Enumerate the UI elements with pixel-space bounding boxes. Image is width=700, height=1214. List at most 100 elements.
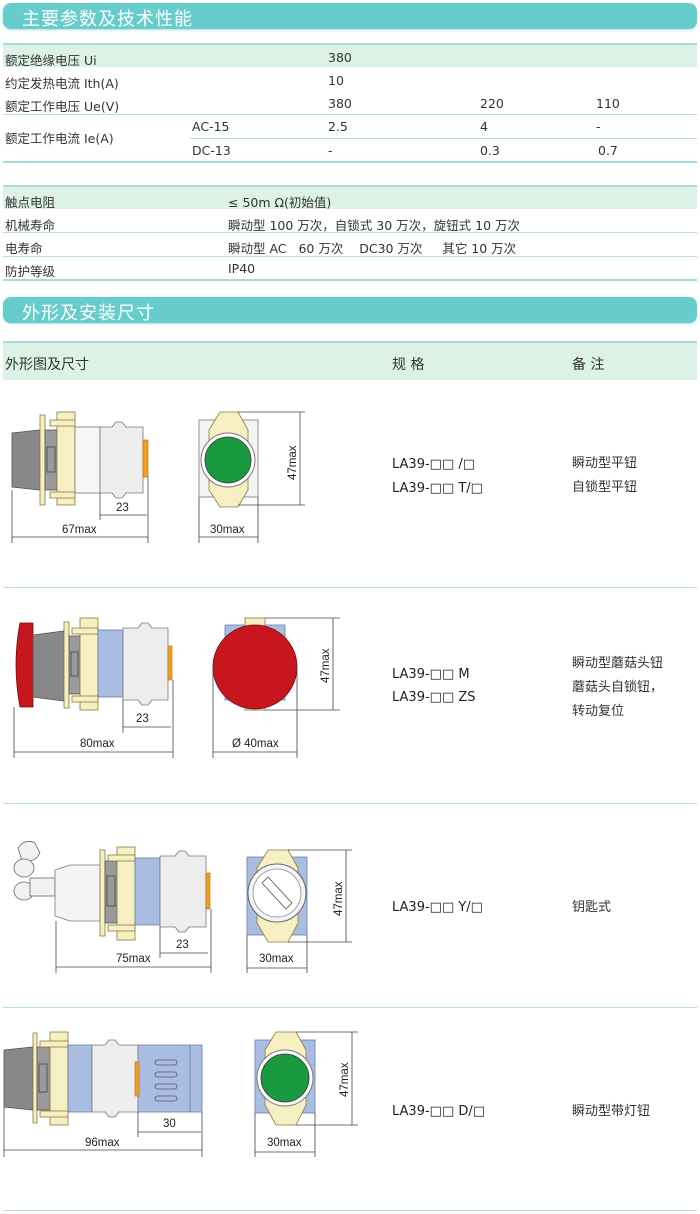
drawing-part xyxy=(154,1059,178,1066)
cell-value: 220 xyxy=(480,96,504,111)
divider xyxy=(3,803,697,804)
drawing-part xyxy=(134,1061,140,1097)
note: 蘑菇头自锁钮， xyxy=(572,680,664,695)
spec-model: LA39-□□ /□ xyxy=(392,457,476,472)
drawing-part xyxy=(107,924,136,932)
button-cap xyxy=(11,429,41,491)
bezel xyxy=(39,414,46,506)
green-lamp-face xyxy=(260,1053,310,1103)
spec-model: LA39-□□ ZS xyxy=(392,690,476,705)
cell-value: 0.7 xyxy=(598,143,618,158)
drawing-part xyxy=(38,1063,48,1093)
product-row-flat-button: 23 67max 47max 30max LA39-□□ /□ LA39-□□ … xyxy=(0,380,700,588)
spec-model: LA39-□□ D/□ xyxy=(392,1104,486,1119)
divider xyxy=(190,138,697,139)
drawing-part xyxy=(29,877,56,897)
section-header-parameters: 主要参数及技术性能 xyxy=(3,3,697,30)
section-title: 外形及安装尺寸 xyxy=(22,303,155,324)
dim-length: 75max xyxy=(116,953,151,965)
note: 转动复位 xyxy=(572,704,625,719)
table-row xyxy=(3,45,697,67)
divider xyxy=(3,185,697,187)
divider xyxy=(3,341,697,343)
divider xyxy=(3,114,697,115)
drawing-part xyxy=(167,645,173,681)
note: 瞬动型平钮 xyxy=(572,456,638,471)
drawing-part xyxy=(106,875,116,907)
drawing-part xyxy=(74,426,101,494)
table-header-row xyxy=(3,343,697,380)
product-row-mushroom-button: 23 80max 47max Ø 40max LA39-□□ M LA39-□□… xyxy=(0,588,700,803)
sub-label: AC-15 xyxy=(192,119,230,134)
divider xyxy=(3,232,697,233)
key-icon xyxy=(13,840,56,901)
drawing-part xyxy=(122,622,169,706)
dimension-drawing-flat-button: 23 67max 47max 30max xyxy=(11,411,305,543)
drawing-part xyxy=(154,1059,178,1102)
cell-value: 瞬动型 AC 60 万次 DC30 万次 其它 10 万次 xyxy=(228,241,517,256)
terminal xyxy=(142,439,149,478)
mushroom-cap xyxy=(15,622,34,708)
cell-value: 110 xyxy=(596,96,620,111)
dim-diameter: Ø 40max xyxy=(232,738,279,750)
drawing-part xyxy=(154,1083,178,1090)
drawing-part xyxy=(46,446,56,473)
cell-value: IP40 xyxy=(228,261,256,276)
cell-value: - xyxy=(328,143,333,158)
note: 瞬动型带灯钮 xyxy=(572,1104,651,1119)
cell-value: 2.5 xyxy=(328,119,348,134)
drawing-part xyxy=(39,1110,69,1118)
drawing-part xyxy=(154,1071,178,1078)
dimension-drawing-illuminated-button: 30 96max 47max 30max xyxy=(3,1031,358,1157)
drawing-part xyxy=(32,1032,38,1124)
dim-length: 67max xyxy=(62,524,97,536)
header-note: 备 注 xyxy=(572,357,605,373)
drawing-part xyxy=(17,840,41,862)
header-drawing: 外形图及尺寸 xyxy=(5,357,89,373)
row-label: 额定工作电流 Ie(A) xyxy=(5,131,114,146)
dim-depth: 23 xyxy=(136,713,149,725)
drawing-part xyxy=(154,1095,178,1102)
divider xyxy=(3,1007,697,1008)
drawing-part xyxy=(39,1040,69,1048)
drawing-part xyxy=(91,1039,139,1118)
dim-length: 96max xyxy=(85,1137,120,1149)
product-row-key-switch: 23 75max 47max 30max LA39-□□ Y/□ 钥匙式 xyxy=(0,803,700,1007)
drawing-part xyxy=(49,419,76,427)
drawing-part xyxy=(97,629,124,698)
row-label: 电寿命 xyxy=(5,241,43,256)
green-button-face xyxy=(204,436,252,484)
lamp-module xyxy=(137,1044,203,1113)
drawing-part xyxy=(70,651,79,677)
drawing-part xyxy=(261,876,293,910)
drawing-part xyxy=(99,849,106,937)
dim-depth: 30 xyxy=(163,1118,176,1130)
cell-value: 0.3 xyxy=(480,143,500,158)
dimension-drawing-key-switch: 23 75max 47max 30max xyxy=(13,840,352,973)
spec-model: LA39-□□ Y/□ xyxy=(392,900,483,915)
dim-width: 30max xyxy=(210,524,245,536)
note: 自锁型平钮 xyxy=(572,480,638,495)
dim-depth: 23 xyxy=(116,502,129,514)
row-label: 机械寿命 xyxy=(5,218,56,233)
divider xyxy=(3,587,697,588)
header-spec: 规 格 xyxy=(392,357,425,373)
spec-model: LA39-□□ T/□ xyxy=(392,481,483,496)
divider xyxy=(3,256,697,257)
dim-height: 47max xyxy=(287,445,299,480)
drawing-part xyxy=(71,695,99,703)
drawing-part xyxy=(63,621,70,709)
drawing-part xyxy=(99,421,144,499)
cell-value: 10 xyxy=(328,73,344,88)
divider xyxy=(3,279,697,281)
row-label: 触点电阻 xyxy=(5,195,56,210)
note: 瞬动型蘑菇头钮 xyxy=(572,656,664,671)
drawing-part xyxy=(107,854,136,862)
cell-value: 4 xyxy=(480,119,488,134)
divider xyxy=(3,43,697,45)
dim-width: 30max xyxy=(259,953,294,965)
cell-value: 瞬动型 100 万次，自锁式 30 万次，旋钮式 10 万次 xyxy=(228,218,521,233)
dim-height: 47max xyxy=(320,648,332,683)
drawing-part xyxy=(32,630,65,702)
cell-value: 380 xyxy=(328,50,352,65)
